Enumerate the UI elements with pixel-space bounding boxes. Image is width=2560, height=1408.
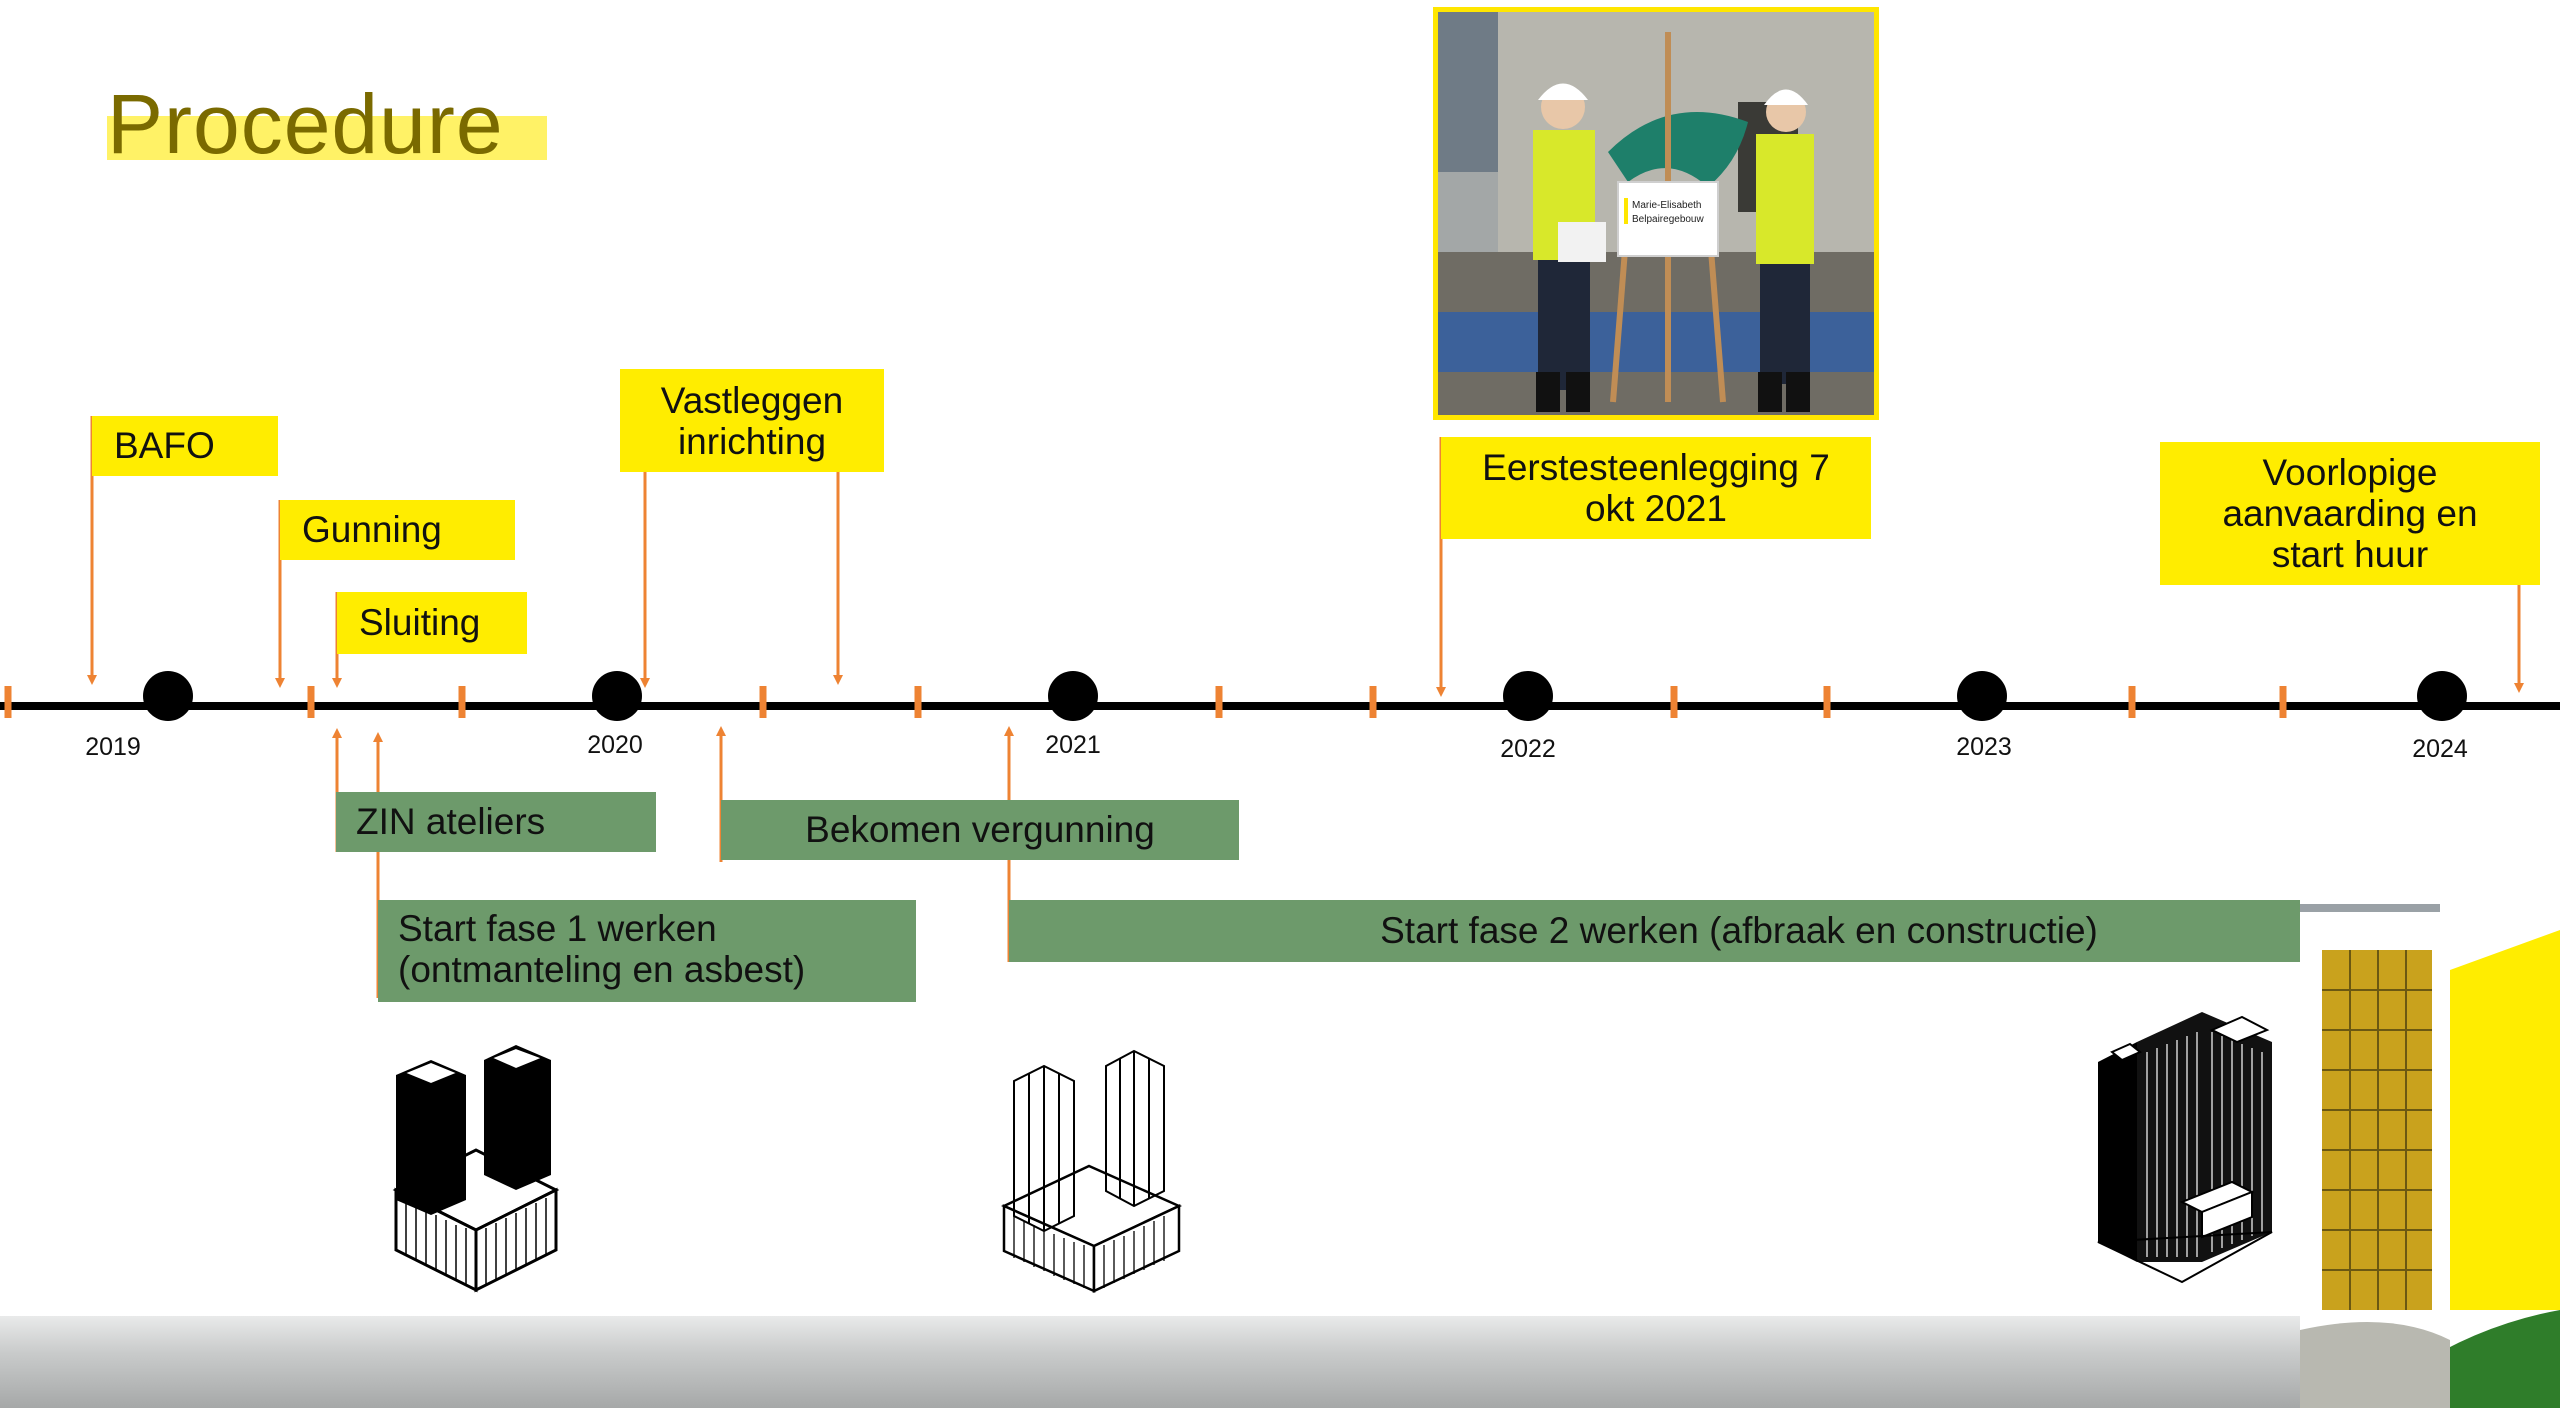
- milestone-bafo: BAFO: [92, 416, 278, 476]
- building-dismantled-icon: [392, 1045, 560, 1293]
- year-marker-2024: [2417, 671, 2467, 721]
- milestone-gunning: Gunning: [280, 500, 515, 560]
- title-highlight: [107, 116, 547, 160]
- building-wireframe-icon: [1000, 1049, 1183, 1293]
- year-label-2020: 2020: [587, 731, 643, 759]
- milestone-vastleggen-inrichting: Vastleggen inrichting: [620, 369, 884, 472]
- phase-start-fase-2: Start fase 2 werken (afbraak en construc…: [1009, 900, 2469, 962]
- building-render-visual: [2300, 890, 2560, 1408]
- year-label-2019: 2019: [85, 733, 141, 761]
- year-marker-2019: [143, 671, 193, 721]
- milestone-voorlopige-aanvaarding: Voorlopige aanvaarding en start huur: [2160, 442, 2540, 585]
- milestone-sluiting: Sluiting: [337, 592, 527, 654]
- year-marker-2020: [592, 671, 642, 721]
- ceremony-photo-illustration: Marie-Elisabeth Belpairegebouw: [1438, 12, 1874, 415]
- ceremony-photo: Marie-Elisabeth Belpairegebouw: [1433, 7, 1879, 420]
- year-label-2024: 2024: [2412, 735, 2468, 763]
- phase-bekomen-vergunning: Bekomen vergunning: [721, 800, 1239, 860]
- sign-line-1: Marie-Elisabeth: [1632, 200, 1701, 211]
- sign-line-2: Belpairegebouw: [1632, 214, 1704, 225]
- year-marker-2021: [1048, 671, 1098, 721]
- year-marker-2023: [1957, 671, 2007, 721]
- building-completed-icon: [2097, 1012, 2273, 1284]
- year-label-2023: 2023: [1956, 733, 2012, 761]
- title-block: Procedure: [107, 77, 547, 171]
- year-label-2022: 2022: [1500, 735, 1556, 763]
- phase-zin-ateliers: ZIN ateliers: [336, 792, 656, 852]
- phase-start-fase-1: Start fase 1 werken (ontmanteling en asb…: [378, 900, 916, 1002]
- page-title: Procedure: [107, 77, 504, 171]
- milestone-eerstesteenlegging: Eerstesteenlegging 7 okt 2021: [1441, 437, 1871, 539]
- year-marker-2022: [1503, 671, 1553, 721]
- ground-strip: [0, 1316, 2560, 1408]
- year-label-2021: 2021: [1045, 731, 1101, 759]
